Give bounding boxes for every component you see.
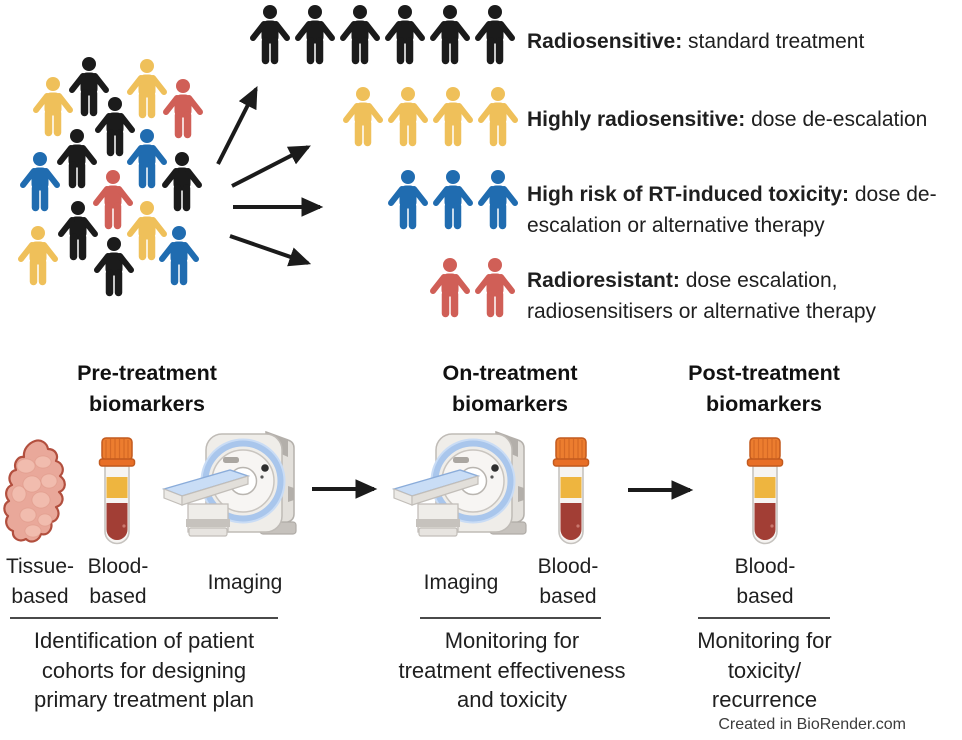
group-label-highly-radiosensitive: Highly radiosensitive: dose de-escalatio… — [527, 108, 928, 131]
person-icon — [386, 169, 430, 233]
mri-scanner-icon — [392, 426, 534, 550]
label-imaging: Imaging — [207, 571, 283, 594]
group-row-highly-radiosensitive — [341, 86, 520, 150]
person-icon — [473, 4, 517, 68]
blood-tube-icon — [742, 436, 788, 548]
person-icon — [92, 236, 136, 300]
label-blood-based: Blood-based — [537, 555, 599, 608]
person-icon — [293, 4, 337, 68]
person-icon — [248, 4, 292, 68]
group-row-high-risk-toxicity — [386, 169, 520, 233]
divider — [420, 617, 601, 619]
label-imaging: Imaging — [423, 571, 499, 594]
person-icon — [341, 86, 385, 150]
mri-scanner-icon — [162, 426, 304, 550]
person-icon — [428, 257, 472, 321]
group-row-radioresistant — [428, 257, 517, 321]
person-icon — [431, 86, 475, 150]
person-icon — [476, 169, 520, 233]
person-icon — [431, 169, 475, 233]
description-post-treatment: Monitoring for toxicity/ recurrence — [697, 628, 832, 712]
person-icon — [16, 225, 60, 289]
person-icon — [338, 4, 382, 68]
group-row-radiosensitive — [248, 4, 517, 68]
fan-arrow-icon — [229, 234, 312, 267]
person-icon — [386, 86, 430, 150]
label-blood-based: Blood-based — [734, 555, 796, 608]
description-on-treatment: Monitoring for treatment effectiveness a… — [398, 628, 626, 712]
group-label-radioresistant: Radioresistant: dose escalation, radiose… — [527, 269, 877, 323]
divider — [698, 617, 830, 619]
person-icon — [476, 86, 520, 150]
person-icon — [428, 4, 472, 68]
group-label-radiosensitive: Radiosensitive: standard treatment — [527, 30, 865, 53]
label-tissue-based: Tissue-based — [5, 555, 75, 608]
group-label-high-risk-toxicity: High risk of RT-induced toxicity: dose d… — [527, 183, 937, 237]
patient-crowd — [0, 0, 230, 320]
biorender-credit: Created in BioRender.com — [718, 716, 906, 733]
description-pre-treatment: Identification of patient cohorts for de… — [33, 628, 255, 712]
blood-tube-icon — [94, 436, 140, 548]
person-icon — [473, 257, 517, 321]
person-icon — [157, 225, 201, 289]
divider — [10, 617, 278, 619]
label-blood-based: Blood-based — [87, 555, 149, 608]
tissue-icon — [2, 436, 68, 550]
person-icon — [383, 4, 427, 68]
blood-tube-icon — [548, 436, 594, 548]
fan-arrow-icon — [231, 145, 311, 188]
